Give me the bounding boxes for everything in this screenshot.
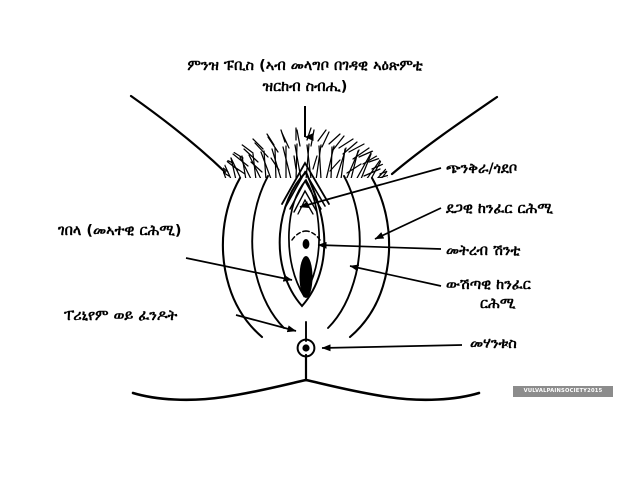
watermark: VULVALPAINSOCIETY2015 bbox=[513, 386, 613, 397]
inner-lips-leader bbox=[349, 264, 442, 287]
label-anus: መሃንቱስ bbox=[470, 336, 517, 352]
mons-leader bbox=[185, 257, 293, 282]
label-inner-labia-line1: ውሽጣዊ ከንፈር bbox=[446, 277, 531, 293]
label-outer-labia: ደጋዊ ከንፈር ርሕሚ bbox=[446, 201, 553, 217]
pubic-hair bbox=[223, 127, 388, 178]
label-urethra: መትረብ ሽንቲ bbox=[446, 243, 521, 259]
label-perineum: ፐሪኒየም ወይ ፈንዶት bbox=[64, 308, 178, 324]
buttock-curves bbox=[131, 378, 481, 402]
anus-leader bbox=[321, 344, 463, 352]
label-clitoris: ጭንቅራ/ጎደቦ bbox=[446, 161, 518, 177]
label-inner-labia: ውሽጣዊ ከንፈር ርሕሚ bbox=[446, 276, 531, 314]
page-title: ምንዝ ፑቢስ (ኣብ መላግቦ በገዳዊ ኣዕጽምቲ ዝርከብ ስብሒ) bbox=[187, 58, 423, 95]
vaginal-opening bbox=[299, 256, 313, 298]
clitoral-hood bbox=[281, 161, 330, 215]
anus-opening bbox=[296, 338, 316, 358]
perineum-leader bbox=[235, 314, 297, 333]
clitoris-leader bbox=[299, 167, 442, 209]
outer-lips-leader bbox=[374, 207, 442, 240]
label-mons-vaginal-opening: ገበላ (መኣተዊ ርሕሚ) bbox=[58, 223, 182, 239]
labia-majora bbox=[221, 175, 391, 339]
urethral-opening bbox=[291, 230, 321, 249]
urethra-leader bbox=[317, 241, 442, 250]
label-inner-labia-line2: ርሕሚ bbox=[480, 295, 516, 312]
callout-lines bbox=[185, 106, 463, 352]
groin-crease-lines bbox=[129, 94, 499, 176]
